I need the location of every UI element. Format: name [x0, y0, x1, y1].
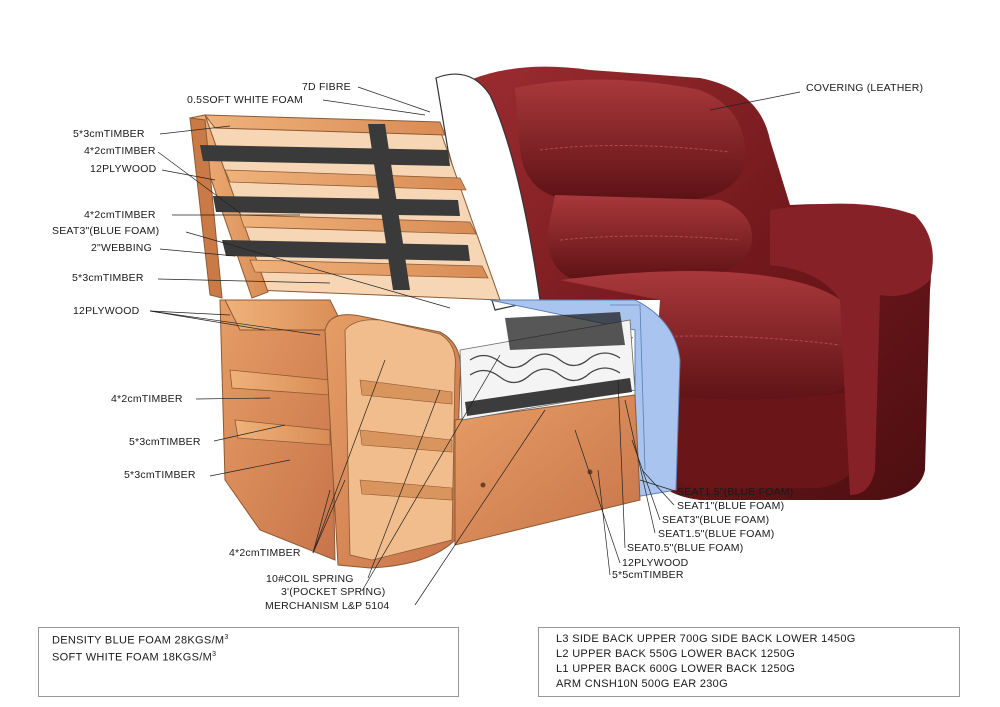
label-timber-5x3-b: 5*3cmTIMBER: [72, 272, 144, 284]
weight-l1: L1 UPPER BACK 600G LOWER BACK 1250G: [556, 663, 796, 675]
density-line-1: DENSITY BLUE FOAM 28KGS/M3: [52, 634, 229, 647]
label-timber-4x2-c: 4*2cmTIMBER: [111, 393, 183, 405]
label-soft-white-foam: 0.5SOFT WHITE FOAM: [187, 94, 303, 106]
density-line-2: SOFT WHITE FOAM 18KGS/M3: [52, 651, 217, 664]
weight-l3: L3 SIDE BACK UPPER 700G SIDE BACK LOWER …: [556, 633, 856, 645]
label-timber-5x3-c: 5*3cmTIMBER: [129, 436, 201, 448]
label-timber-4x2-d: 4*2cmTIMBER: [229, 547, 301, 559]
label-seat3: SEAT3"(BLUE FOAM): [662, 514, 770, 526]
weight-arm: ARM CNSH10N 500G EAR 230G: [556, 678, 728, 690]
label-webbing: 2"WEBBING: [91, 242, 152, 254]
label-timber-4x2-a: 4*2cmTIMBER: [84, 145, 156, 157]
label-seat0-5: SEAT0.5"(BLUE FOAM): [627, 542, 744, 554]
label-plywood-a: 12PLYWOOD: [90, 163, 157, 175]
label-timber-5x5: 5*5cmTIMBER: [612, 569, 684, 581]
density-spec-box: DENSITY BLUE FOAM 28KGS/M3 SOFT WHITE FO…: [38, 627, 459, 697]
label-pocket-spring: 3'(POCKET SPRING): [281, 586, 386, 598]
label-seat3-back: SEAT3"(BLUE FOAM): [52, 225, 160, 237]
label-coil-spring: 10#COIL SPRING: [266, 573, 354, 585]
label-7d-fibre: 7D FIBRE: [302, 81, 351, 93]
weight-l2: L2 UPPER BACK 550G LOWER BACK 1250G: [556, 648, 796, 660]
seat-base-frame: [219, 299, 641, 569]
leader-lines: [149, 86, 801, 606]
label-seat1-5-a: SEAT1.5"(BLUE FOAM): [677, 486, 794, 498]
weight-spec-box: L3 SIDE BACK UPPER 700G SIDE BACK LOWER …: [538, 627, 960, 697]
label-covering-leather: COVERING (LEATHER): [806, 82, 924, 94]
blue-foam-seat: [489, 299, 681, 498]
label-mechanism: MERCHANISM L&P 5104: [265, 600, 390, 612]
label-timber-4x2-b: 4*2cmTIMBER: [84, 209, 156, 221]
label-plywood-b: 12PLYWOOD: [73, 305, 140, 317]
label-seat1: SEAT1"(BLUE FOAM): [677, 500, 785, 512]
label-timber-5x3-d: 5*3cmTIMBER: [124, 469, 196, 481]
label-plywood-c: 12PLYWOOD: [622, 557, 689, 569]
leather-covering: [470, 66, 933, 501]
label-seat1-5-b: SEAT1.5"(BLUE FOAM): [658, 528, 775, 540]
backrest-frame: [189, 114, 501, 301]
label-timber-5x3-a: 5*3cmTIMBER: [73, 128, 145, 140]
